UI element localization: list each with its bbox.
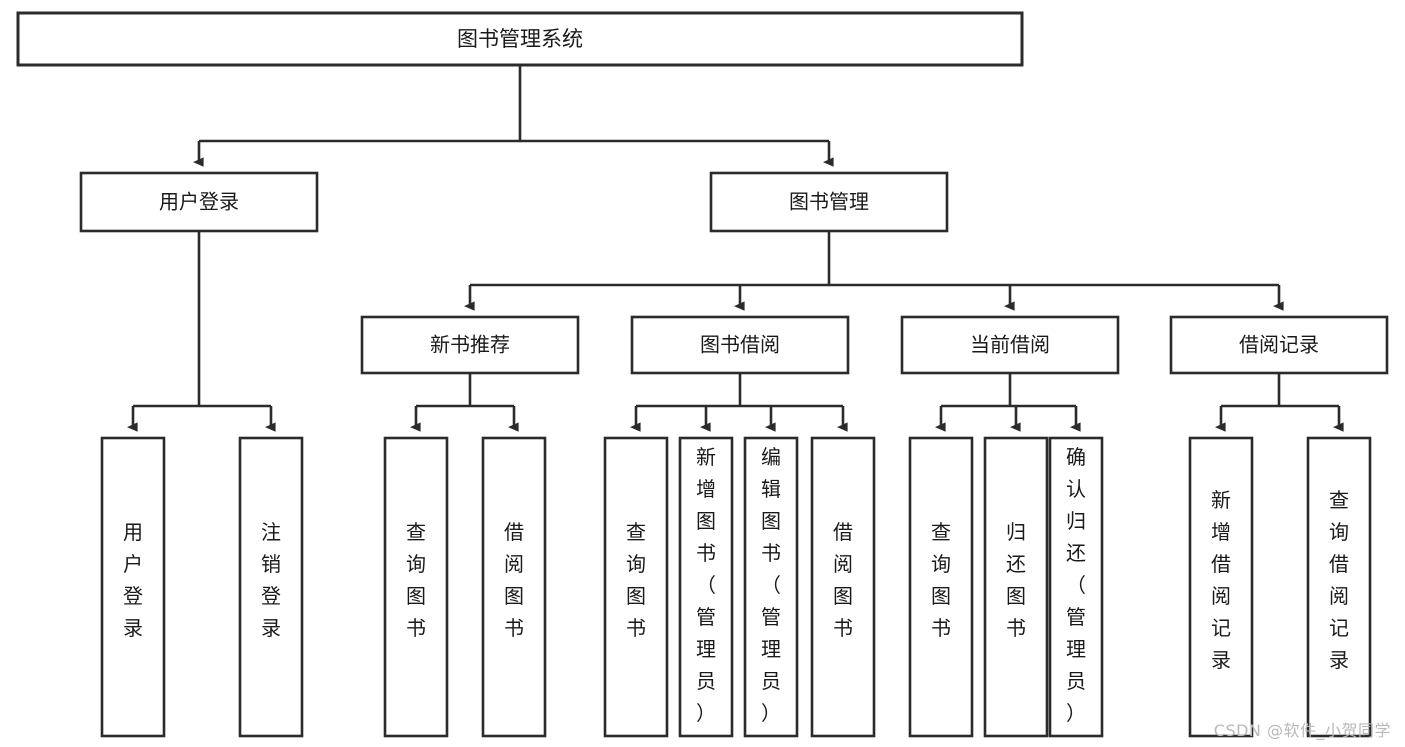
node-label-new-book-rec: 新书推荐: [430, 333, 510, 357]
node-label-book-manage: 图书管理: [789, 190, 869, 214]
node-book-manage[interactable]: 图书管理: [709, 171, 949, 233]
node-box-root: [16, 11, 1024, 67]
node-label-borrow-record: 借阅记录: [1239, 333, 1319, 357]
node-borrow-record[interactable]: 借阅记录: [1169, 315, 1389, 375]
node-box-leaf-borrow-book: [810, 436, 876, 738]
node-leaf-edit-book-admin[interactable]: 编辑图书（管理员）: [743, 436, 799, 738]
node-leaf-return-book[interactable]: 归还图书: [983, 436, 1049, 738]
node-box-book-borrow: [630, 315, 850, 375]
node-box-borrow-record: [1169, 315, 1389, 375]
node-box-current-borrow: [900, 315, 1120, 375]
node-label-leaf-borrow-book: 借阅图书: [833, 520, 853, 640]
node-label-leaf-edit-book-admin: 编辑图书（管理员）: [761, 445, 781, 725]
node-label-leaf-user-logout: 注销登录: [261, 520, 281, 640]
node-box-leaf-add-book-admin: [678, 436, 734, 738]
node-leaf-borrow-book-rec[interactable]: 借阅图书: [481, 436, 547, 738]
node-label-leaf-user-login: 用户登录: [123, 520, 143, 640]
node-leaf-query-book-borrow[interactable]: 查询图书: [603, 436, 669, 738]
node-box-book-manage: [709, 171, 949, 233]
edge-newbookrec-to-leaves: [410, 373, 519, 432]
edge-bookborrow-to-leaves: [630, 373, 848, 432]
node-box-leaf-query-borrow-record: [1306, 436, 1372, 738]
node-label-leaf-return-book: 归还图书: [1006, 520, 1026, 640]
node-label-leaf-query-borrow-record: 查询借阅记录: [1329, 488, 1349, 672]
edge-borrowrecord-to-leaves: [1215, 373, 1344, 432]
node-current-borrow[interactable]: 当前借阅: [900, 315, 1120, 375]
node-leaf-confirm-return-admin[interactable]: 确认归还（管理员）: [1048, 436, 1104, 738]
edge-userlogin-to-leaves: [127, 231, 276, 432]
node-box-leaf-add-borrow-record: [1188, 436, 1254, 738]
node-leaf-add-borrow-record[interactable]: 新增借阅记录: [1188, 436, 1254, 738]
edges-layer: [127, 65, 1344, 432]
node-label-book-borrow: 图书借阅: [700, 333, 780, 357]
node-box-leaf-query-book-borrow: [603, 436, 669, 738]
node-label-root: 图书管理系统: [457, 27, 583, 51]
node-label-leaf-query-book-current: 查询图书: [931, 520, 951, 640]
node-label-leaf-query-book-borrow: 查询图书: [626, 520, 646, 640]
node-new-book-rec[interactable]: 新书推荐: [360, 315, 580, 375]
node-leaf-user-login[interactable]: 用户登录: [100, 436, 166, 738]
node-label-user-login: 用户登录: [159, 190, 239, 214]
node-root[interactable]: 图书管理系统: [16, 11, 1024, 67]
node-label-leaf-confirm-return-admin: 确认归还（管理员）: [1066, 445, 1086, 725]
node-label-leaf-query-book-rec: 查询图书: [406, 520, 426, 640]
node-leaf-user-logout[interactable]: 注销登录: [238, 436, 304, 738]
node-box-leaf-confirm-return-admin: [1048, 436, 1104, 738]
node-label-leaf-add-borrow-record: 新增借阅记录: [1211, 488, 1231, 672]
node-label-leaf-add-book-admin: 新增图书（管理员）: [696, 445, 716, 725]
edge-root-to-l2: [193, 65, 834, 167]
node-label-current-borrow: 当前借阅: [970, 333, 1050, 357]
edge-bookmanage-to-l3: [464, 231, 1284, 311]
node-box-leaf-query-book-rec: [383, 436, 449, 738]
node-box-leaf-return-book: [983, 436, 1049, 738]
edge-currentborrow-to-leaves: [935, 373, 1081, 432]
node-box-new-book-rec: [360, 315, 580, 375]
node-leaf-query-book-current[interactable]: 查询图书: [908, 436, 974, 738]
node-user-login[interactable]: 用户登录: [79, 171, 319, 233]
node-box-leaf-query-book-current: [908, 436, 974, 738]
node-box-leaf-user-login: [100, 436, 166, 738]
node-box-leaf-borrow-book-rec: [481, 436, 547, 738]
node-box-leaf-user-logout: [238, 436, 304, 738]
node-box-leaf-edit-book-admin: [743, 436, 799, 738]
node-label-leaf-borrow-book-rec: 借阅图书: [504, 520, 524, 640]
nodes-layer: 图书管理系统用户登录图书管理新书推荐图书借阅当前借阅借阅记录用户登录注销登录查询…: [16, 11, 1389, 738]
node-leaf-borrow-book[interactable]: 借阅图书: [810, 436, 876, 738]
node-leaf-query-book-rec[interactable]: 查询图书: [383, 436, 449, 738]
node-leaf-add-book-admin[interactable]: 新增图书（管理员）: [678, 436, 734, 738]
node-box-user-login: [79, 171, 319, 233]
node-leaf-query-borrow-record[interactable]: 查询借阅记录: [1306, 436, 1372, 738]
node-book-borrow[interactable]: 图书借阅: [630, 315, 850, 375]
